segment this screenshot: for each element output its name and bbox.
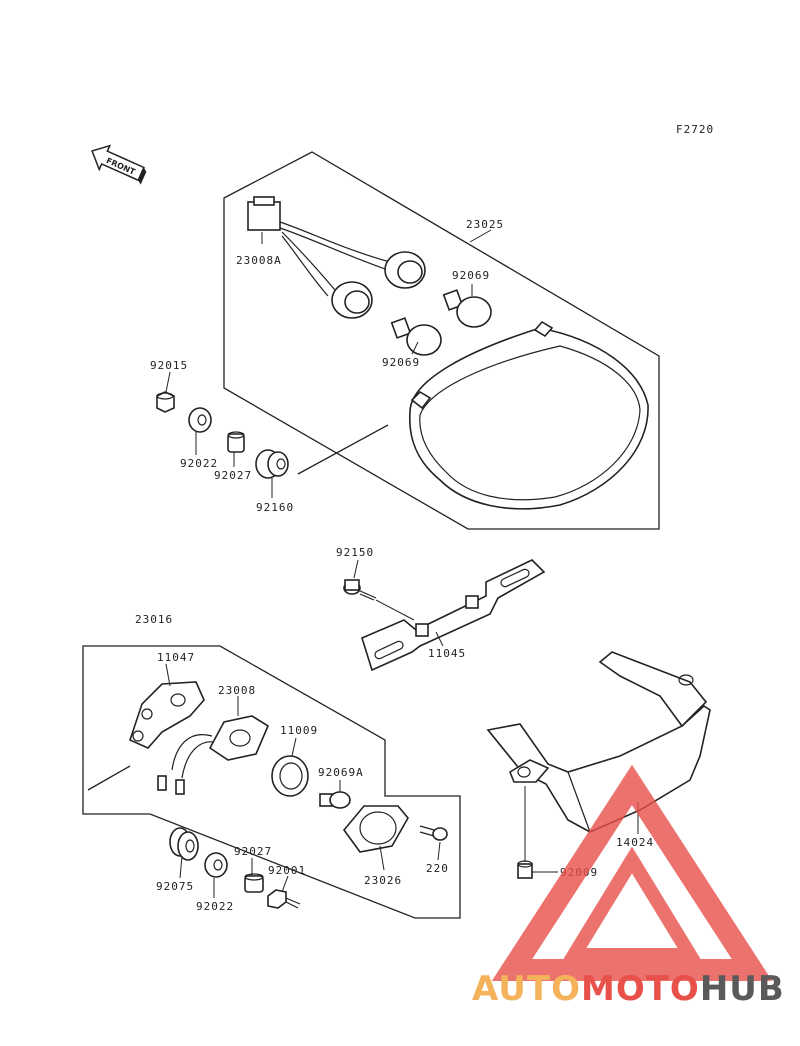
watermark-hub: HUB xyxy=(700,969,785,1009)
label-92015: 92015 xyxy=(150,359,188,372)
label-92069-upper: 92069 xyxy=(452,269,490,282)
bulb-lower-icon xyxy=(390,317,442,356)
label-11047: 11047 xyxy=(157,651,195,664)
bulb-upper-icon xyxy=(442,289,492,328)
wiring-harness xyxy=(247,196,426,319)
label-92022-lower: 92022 xyxy=(196,900,234,913)
label-11009: 11009 xyxy=(280,724,318,737)
bracket-11047 xyxy=(129,681,205,749)
label-23026: 23026 xyxy=(364,874,402,887)
license-bracket-11045 xyxy=(361,559,546,672)
tail-light-lens xyxy=(408,320,649,510)
label-92069a: 92069A xyxy=(318,766,364,779)
bulb-92069a-icon xyxy=(319,791,351,809)
label-92027-upper: 92027 xyxy=(214,469,252,482)
gasket-11009-icon xyxy=(271,755,309,797)
front-arrow-icon: FRONT xyxy=(91,144,147,185)
tail-light-assembly-frame xyxy=(223,151,660,530)
collar-92027-icon xyxy=(227,431,245,453)
license-light-assembly-frame xyxy=(82,645,461,919)
label-23025: 23025 xyxy=(466,218,504,231)
bolt-92009-icon xyxy=(517,860,533,879)
socket-23008 xyxy=(157,715,270,795)
fender-cover-14024 xyxy=(486,651,711,833)
label-92069-lower: 92069 xyxy=(382,356,420,369)
watermark-logo xyxy=(491,764,773,981)
watermark-moto: MOTO xyxy=(581,969,700,1009)
label-23008: 23008 xyxy=(218,684,256,697)
label-23016: 23016 xyxy=(135,613,173,626)
washer-92022-lower-icon xyxy=(204,852,228,878)
bolt-92150-icon xyxy=(343,579,377,601)
label-92022-upper: 92022 xyxy=(180,457,218,470)
label-92027-lower: 92027 xyxy=(234,845,272,858)
label-220: 220 xyxy=(426,862,449,875)
screw-220-icon xyxy=(419,825,448,841)
watermark-text: AUTOMOTOHUB xyxy=(472,969,785,1009)
grommet-92160-icon xyxy=(255,449,289,479)
watermark-auto: AUTO xyxy=(472,969,581,1009)
grommet-92075-icon xyxy=(169,827,199,861)
svg-text:AUTOMOTOHUB: AUTOMOTOHUB xyxy=(472,969,785,1009)
label-14024: 14024 xyxy=(616,836,654,849)
figure-code: F2720 xyxy=(676,123,714,136)
bolt-92001-icon xyxy=(267,889,301,909)
watermark-triangle-icon xyxy=(491,764,773,981)
label-92001: 92001 xyxy=(268,864,306,877)
label-92160: 92160 xyxy=(256,501,294,514)
nut-92015-icon xyxy=(156,391,175,413)
label-92075: 92075 xyxy=(156,880,194,893)
collar-92027-lower-icon xyxy=(244,873,264,893)
washer-92022-icon xyxy=(188,407,212,433)
lens-cover-23026 xyxy=(342,805,409,853)
label-23008a: 23008A xyxy=(236,254,282,267)
label-11045: 11045 xyxy=(428,647,466,660)
label-92150: 92150 xyxy=(336,546,374,559)
